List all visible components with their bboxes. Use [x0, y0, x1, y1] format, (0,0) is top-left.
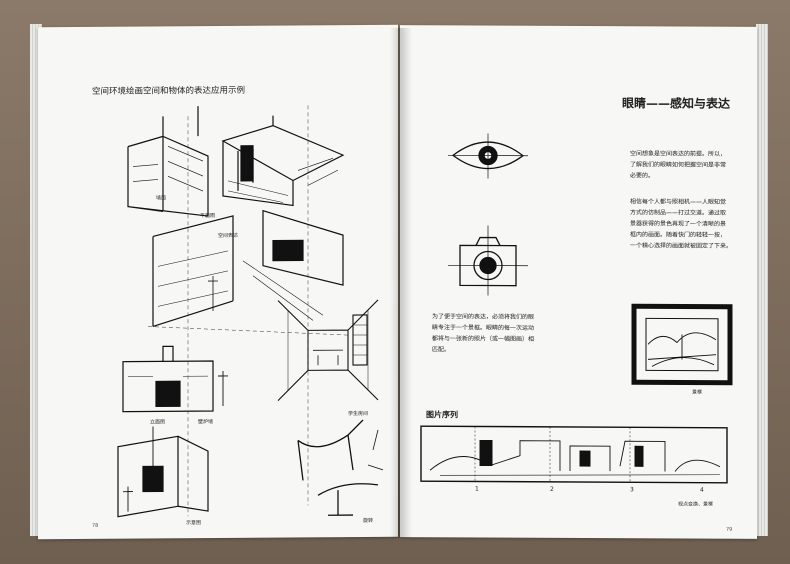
sketch-wall-section — [108, 106, 228, 227]
para3-line: 匹配。 — [432, 346, 451, 354]
left-page: 空间环境绘画空间和物体的表达应用示例 墙面 平面图 空间表达 — [38, 24, 398, 540]
rotate-label: 旋转 — [363, 517, 374, 524]
para1-line: 了解我们的眼睛如何把握空间是非常 — [630, 161, 727, 169]
para1-line: 空间想象是空间表达的前提。所以， — [630, 150, 727, 158]
sequence-number-2: 2 — [550, 485, 554, 493]
sequence-number-1: 1 — [475, 485, 479, 493]
sketch-plan-view — [213, 110, 353, 211]
para2-line: 相信每个人都与照相机——人眼知觉 — [630, 198, 727, 206]
camera-icon — [448, 225, 528, 295]
sketch-elevation-fireplace — [118, 346, 238, 417]
dashed-guide-lines — [138, 85, 358, 527]
para2-line: 景器获得的景色再现了一个清晰的景 — [630, 220, 727, 228]
paragraph-camera: 相信每个人都与照相机——人眼知觉 方式的仿制品——打过交道。通过取 景器获得的景… — [630, 196, 732, 252]
left-page-number: 78 — [92, 522, 99, 529]
paragraph-frame-focus: 为了便于空间的表达，必须将我们的眼 睛专注于一个景框。眼睛的每一次运动 都将与一… — [432, 311, 534, 356]
sketch-perspective-room — [268, 295, 388, 406]
sketch-chair — [278, 410, 388, 521]
page-stack-right — [756, 24, 768, 536]
right-page-title: 眼睛——感知与表达 — [622, 96, 731, 111]
sequence-title: 图片序列 — [426, 410, 458, 420]
sequence-caption: 视点变换、景框 — [678, 501, 714, 508]
para2-line: 方式的仿制品——打过交道。通过取 — [630, 209, 727, 217]
sketch-diagram-room — [98, 426, 218, 522]
para3-line: 睛专注于一个景框。眼睛的每一次运动 — [432, 324, 535, 332]
paragraph-space-imagination: 空间想象是空间表达的前提。所以， 了解我们的眼睛如何把握空间是非常 必要的。 — [630, 148, 726, 182]
sequence-number-3: 3 — [630, 486, 634, 494]
frame-caption: 景框 — [692, 389, 703, 396]
sequence-number-4: 4 — [700, 486, 704, 494]
picture-sequence-sketch — [420, 425, 730, 487]
para2-line: 一个精心选择的画面就被固定了下来。 — [630, 242, 733, 250]
para1-line: 必要的。 — [630, 172, 655, 180]
frame-sketch — [632, 304, 732, 385]
para3-line: 为了便于空间的表达，必须将我们的眼 — [432, 313, 535, 321]
right-page: 眼睛——感知与表达 空间想象是空间表达的前提。所以， 了解我们的眼睛如何把握空间… — [400, 25, 757, 539]
para2-line: 框内的画面。随着快门的轻轻一按， — [630, 231, 727, 239]
right-page-number: 79 — [726, 526, 733, 533]
sketch-space-expression — [113, 205, 363, 337]
eye-icon — [448, 133, 528, 178]
open-book: 空间环境绘画空间和物体的表达应用示例 墙面 平面图 空间表达 — [30, 18, 768, 548]
para3-line: 都将与一张新的照片（或一幅图画）相 — [432, 335, 535, 343]
